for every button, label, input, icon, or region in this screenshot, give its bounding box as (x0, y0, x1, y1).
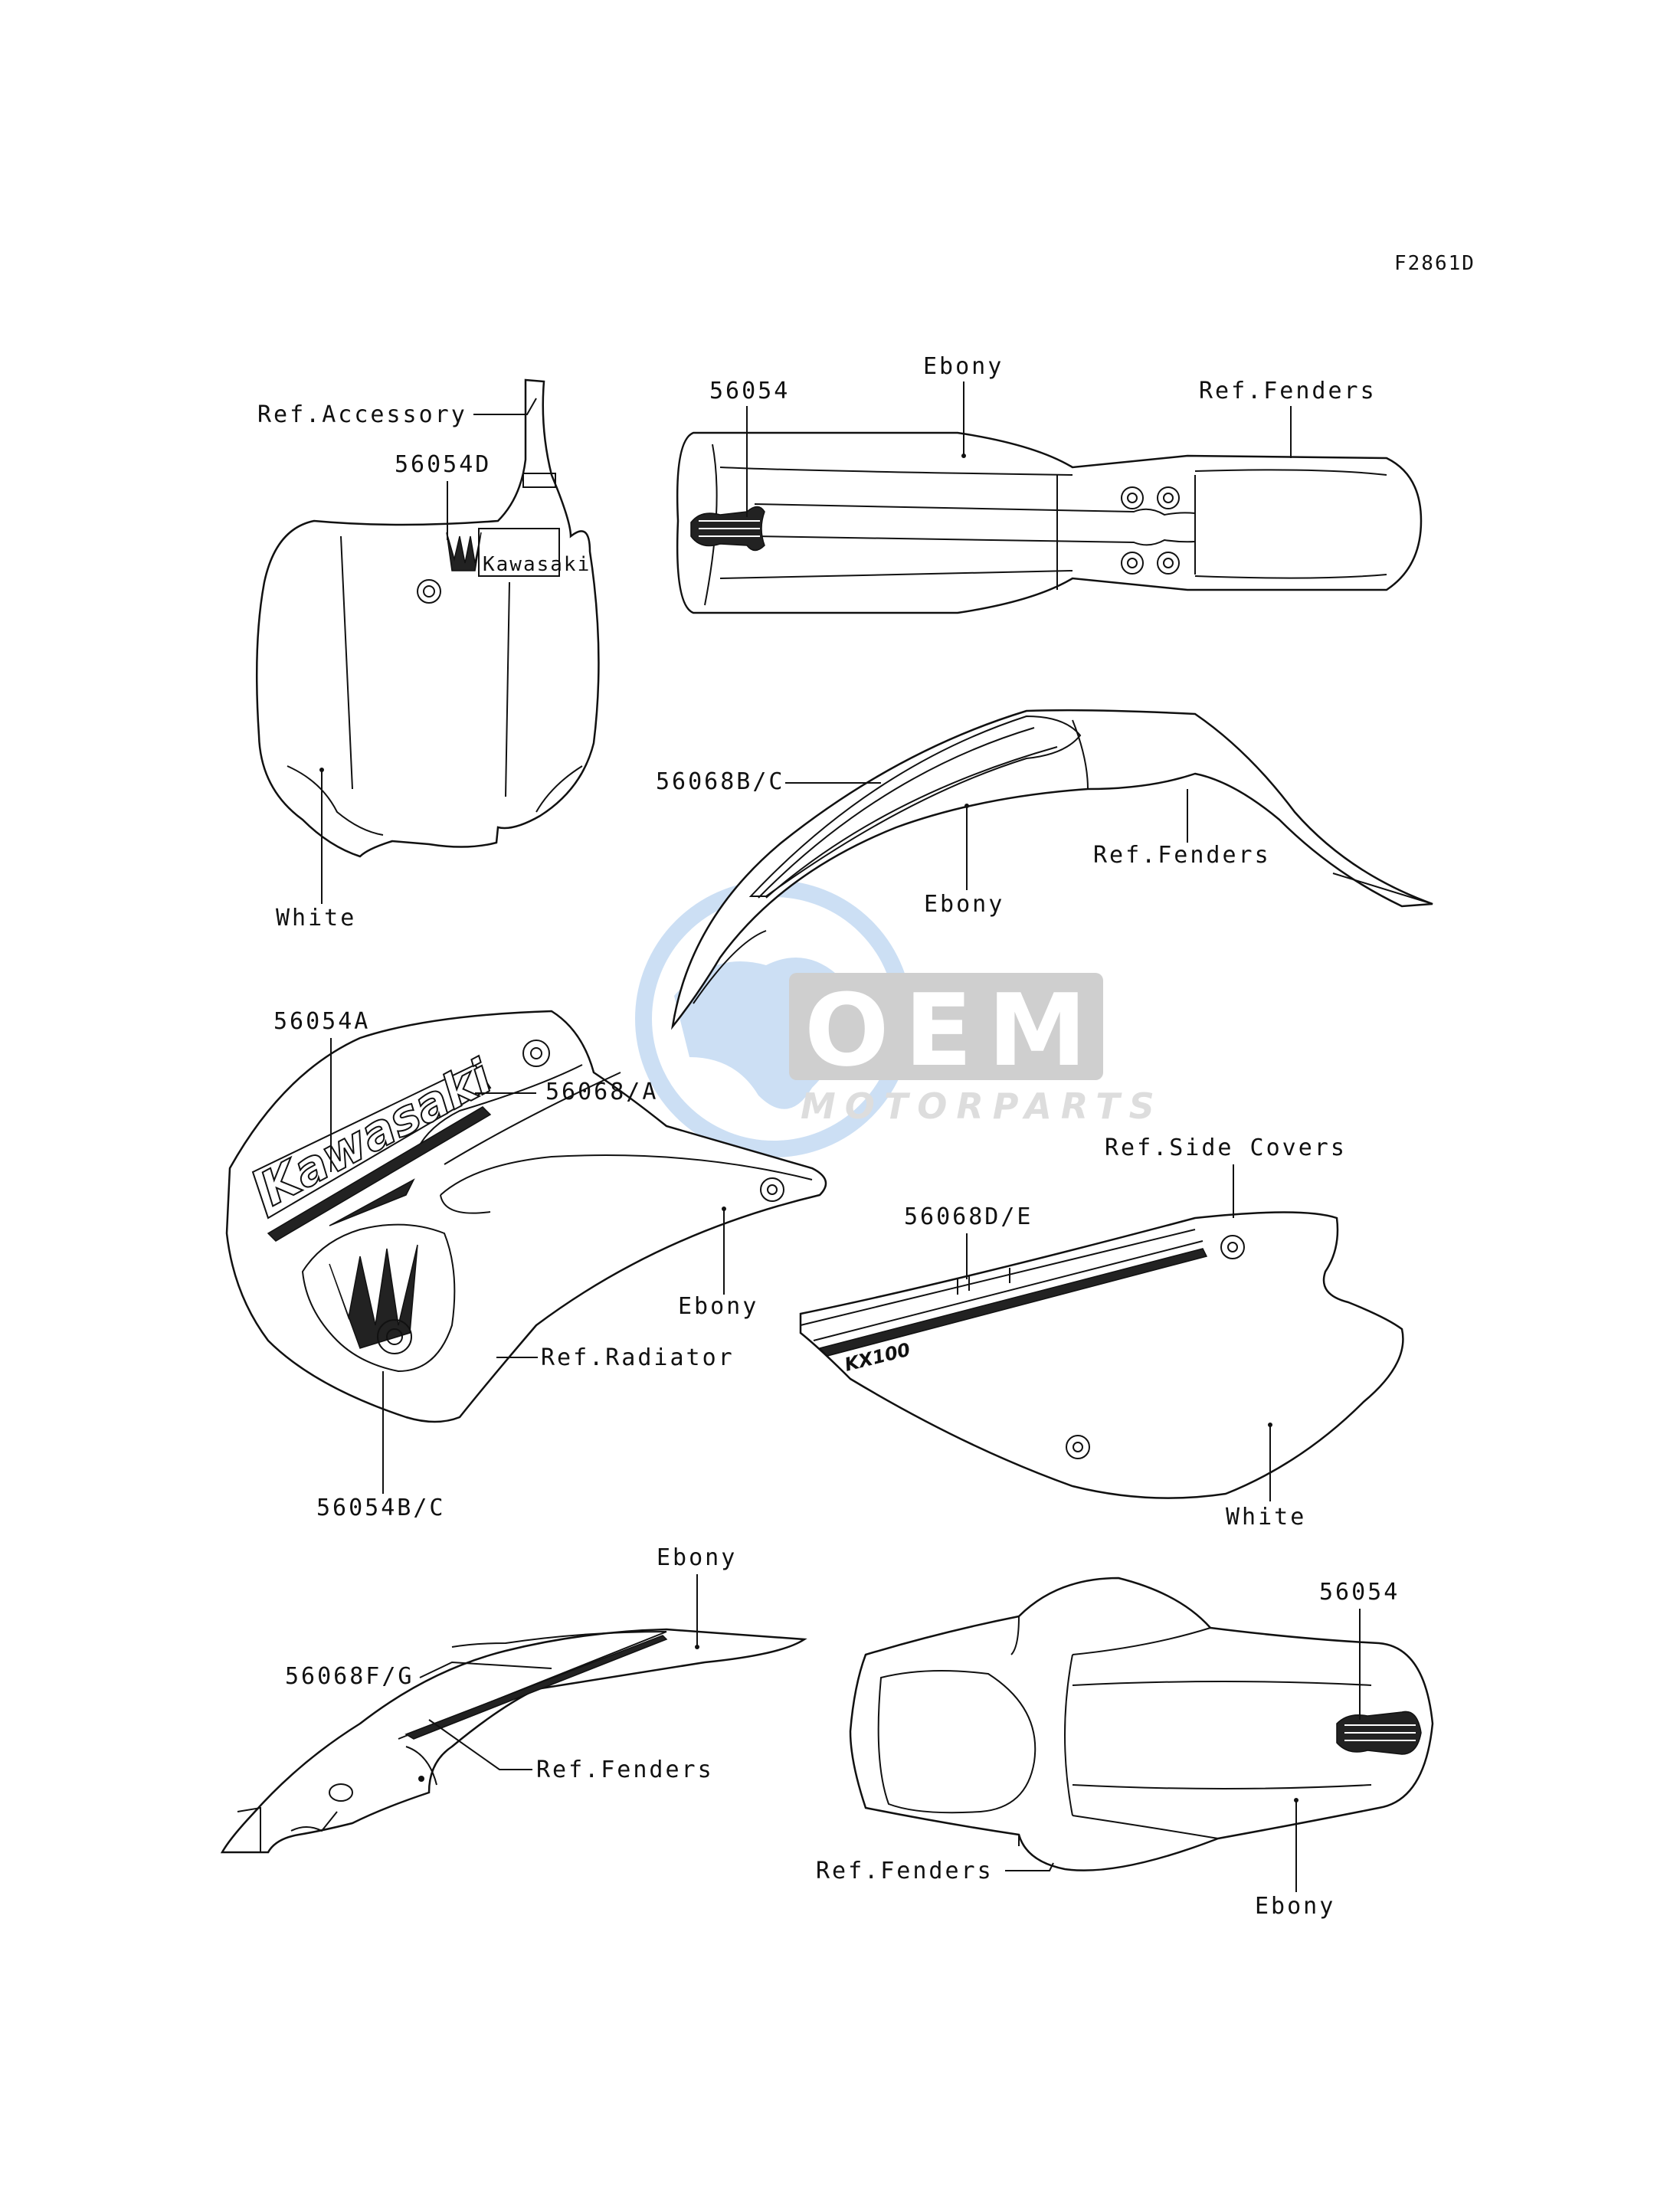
front-fender-top (676, 431, 1423, 614)
label-56054bc: 56054B/C (316, 1495, 446, 1521)
label-56068a: 56068/A (545, 1079, 658, 1105)
plate-kawasaki-logo: Kawasaki (483, 553, 591, 576)
monster-decal-rear-fender (1336, 1711, 1422, 1755)
label-white-side: White (1226, 1504, 1306, 1531)
label-56068bc: 56068B/C (656, 768, 785, 795)
label-ebony-radiator: Ebony (678, 1293, 758, 1320)
label-ebony-rear: Ebony (657, 1544, 737, 1571)
oem-letters-block (789, 973, 1103, 1080)
label-ref-radiator: Ref.Radiator (541, 1344, 735, 1371)
label-ref-fenders-rear: Ref.Fenders (536, 1757, 714, 1783)
label-56054-rear: 56054 (1319, 1579, 1400, 1606)
monster-decal-front-fender (690, 506, 765, 552)
label-ref-fenders-front: Ref.Fenders (1093, 842, 1271, 869)
label-56054a: 56054A (273, 1008, 370, 1035)
figure-code: F2861D (1394, 252, 1475, 275)
oem-watermark: OEM MOTORPARTS (635, 880, 1164, 1157)
label-56068fg: 56068F/G (285, 1663, 414, 1690)
label-ref-side-covers: Ref.Side Covers (1105, 1135, 1347, 1161)
watermark-sub: MOTORPARTS (801, 1085, 1164, 1127)
label-56068de: 56068D/E (904, 1203, 1033, 1230)
side-cover: KX100 (799, 1211, 1404, 1499)
label-ebony-front: Ebony (924, 891, 1004, 918)
number-plate: Kawasaki (255, 378, 600, 858)
globe-continents (674, 958, 852, 1109)
rear-fender-side (220, 1628, 807, 1854)
radiator-shroud: Kawasaki (225, 1010, 827, 1423)
label-56054d: 56054D (395, 451, 491, 478)
label-ref-accessory: Ref.Accessory (257, 401, 467, 428)
label-ebony-rear-top: Ebony (1255, 1893, 1335, 1920)
monster-decal-shroud (301, 1223, 456, 1373)
label-ref-fenders-rear-top: Ref.Fenders (816, 1858, 994, 1884)
label-ref-fenders-top: Ref.Fenders (1199, 378, 1377, 404)
watermark-brand: OEM (804, 972, 1102, 1089)
label-56054-top: 56054 (709, 378, 790, 404)
front-fender-side (671, 709, 1433, 1030)
rear-fender-top (849, 1577, 1434, 1871)
label-ebony-top: Ebony (923, 353, 1004, 380)
label-white-plate: White (276, 905, 356, 932)
monster-decal-plate: Kawasaki (446, 528, 591, 577)
